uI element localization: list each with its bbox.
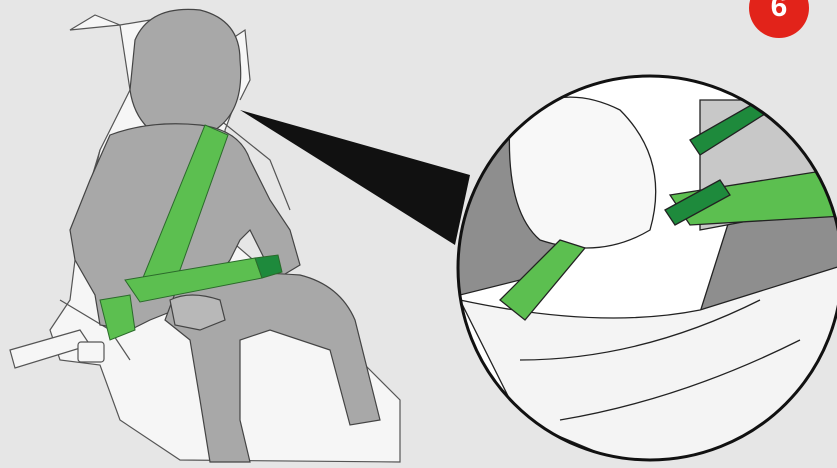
zoom-detail: [440, 60, 837, 468]
